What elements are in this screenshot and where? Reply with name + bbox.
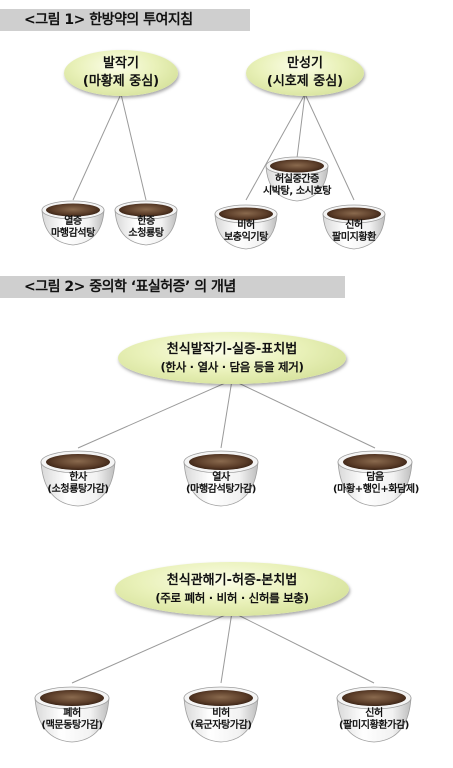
chronic-phase-group: 만성기 (시호제 중심) bbox=[246, 50, 364, 96]
bowl-prescription: 시박탕, 소시호탕 bbox=[262, 186, 332, 197]
figure1-title-bar bbox=[0, 9, 250, 31]
bowl-spleen-deficiency-2: 비허 (육군자탕가감) bbox=[179, 680, 263, 744]
bowl-spleen-deficiency: 비허 보충익기탕 bbox=[211, 200, 281, 252]
bowl-heat-evil: 열사 (마행감석탕가감) bbox=[179, 444, 263, 508]
bowl-prescription: (육군자탕가감) bbox=[190, 720, 252, 731]
bowl-lung-deficiency: 폐허 (맥문동탕가감) bbox=[30, 680, 114, 744]
bowl-kidney-deficiency: 신허 팔미지황환 bbox=[319, 200, 389, 252]
bowl-kidney-deficiency-2: 신허 (팔미지황환가감) bbox=[332, 680, 416, 744]
bowl-prescription: (마행감석탕가감) bbox=[186, 484, 256, 495]
figure2-title: <그림 2> 중의학 ‘표실허증’ 의 개념 bbox=[24, 279, 236, 295]
bowl-prescription: (마황+행인+화담제) bbox=[333, 484, 419, 495]
bowl-prescription: (팔미지황환가감) bbox=[339, 720, 409, 731]
bowl-label: 한증 bbox=[137, 216, 155, 227]
bowl-label: 비허 bbox=[237, 220, 255, 231]
bowl-label: 비허 bbox=[212, 708, 230, 719]
bowl-prescription: (맥문동탕가감) bbox=[41, 720, 103, 731]
bowl-cold-syndrome: 한증 소청룡탕 bbox=[111, 196, 181, 248]
remission-asthma-label: 천식관해기-허증-본치법 bbox=[166, 573, 298, 588]
bowl-label: 신허 bbox=[345, 220, 363, 231]
bowl-prescription: 소청룡탕 bbox=[128, 228, 164, 239]
chronic-phase-sub: (시호제 중심) bbox=[266, 74, 344, 89]
bowl-label: 한사 bbox=[69, 472, 87, 483]
bowl-phlegm: 담음 (마황+행인+화담제) bbox=[333, 444, 419, 508]
acute-phase-sub: (마황제 중심) bbox=[82, 74, 160, 89]
bowl-label: 열사 bbox=[212, 472, 230, 483]
bowl-label: 폐허 bbox=[63, 708, 81, 719]
figure1-title: <그림 1> 한방약의 투여지침 bbox=[24, 12, 193, 28]
figure2-title-bar bbox=[0, 276, 345, 298]
bowl-cold-evil: 한사 (소청룡탕가감) bbox=[36, 444, 120, 508]
bowl-label: 열증 bbox=[64, 216, 82, 227]
bowl-intermediate-syndrome: 허실중간증 시박탕, 소시호탕 bbox=[262, 152, 332, 204]
acute-phase-label: 발작기 bbox=[103, 56, 139, 71]
bowl-label: 담음 bbox=[366, 472, 384, 483]
remission-asthma-group: 천식관해기-허증-본치법 (주로 폐허 · 비허 · 신허를 보충) bbox=[115, 562, 349, 616]
acute-asthma-sub: (한사 · 열사 · 담음 등을 제거) bbox=[160, 360, 304, 374]
acute-asthma-group: 천식발작기-실증-표치법 (한사 · 열사 · 담음 등을 제거) bbox=[118, 332, 346, 384]
bowl-prescription: 보충익기탕 bbox=[223, 232, 268, 243]
remission-asthma-sub: (주로 폐허 · 비허 · 신허를 보충) bbox=[155, 591, 309, 605]
bowl-label: 신허 bbox=[365, 708, 383, 719]
bowl-label: 허실중간증 bbox=[274, 174, 319, 185]
bowl-heat-syndrome: 열증 마행감석탕 bbox=[38, 196, 108, 248]
acute-phase-group: 발작기 (마황제 중심) bbox=[64, 50, 178, 96]
acute-asthma-label: 천식발작기-실증-표치법 bbox=[166, 342, 298, 357]
chronic-phase-label: 만성기 bbox=[287, 56, 323, 71]
bowl-prescription: 마행감석탕 bbox=[50, 228, 95, 239]
bowl-prescription: (소청룡탕가감) bbox=[47, 484, 109, 495]
bowl-prescription: 팔미지황환 bbox=[331, 232, 376, 243]
